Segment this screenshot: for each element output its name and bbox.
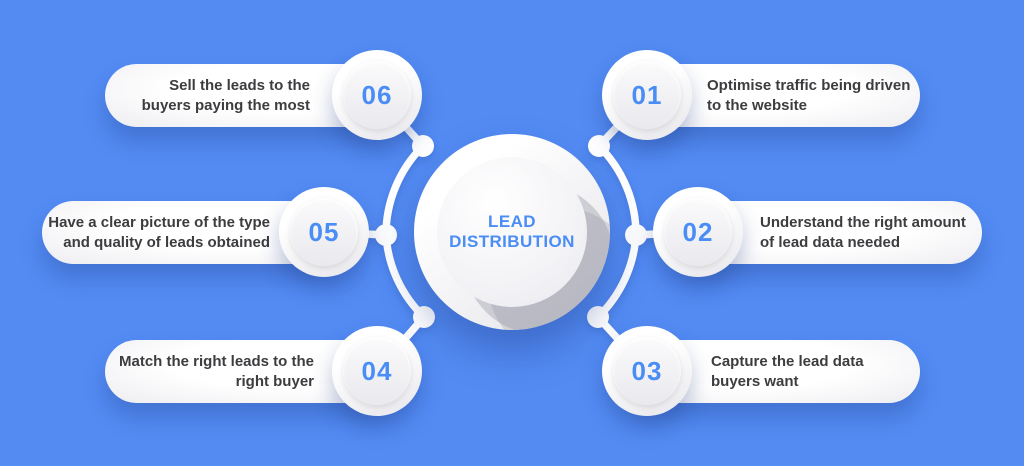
pill-clear-picture-text: Have a clear picture of the type and qua… bbox=[48, 213, 270, 253]
pill-text-line: Understand the right amount bbox=[760, 213, 966, 231]
pill-text-line: right buyer bbox=[235, 372, 314, 390]
pill-text-line: buyers want bbox=[711, 372, 799, 390]
number-badge-05-label: 05 bbox=[308, 216, 340, 247]
number-badge-05-inner: 05 bbox=[290, 198, 358, 266]
number-badge-04-label: 04 bbox=[361, 355, 393, 386]
number-badge-01-inner: 01 bbox=[613, 61, 681, 129]
number-badge-02: 02 bbox=[653, 187, 743, 277]
number-badge-03-label: 03 bbox=[631, 355, 663, 386]
pill-capture-data-text: Capture the lead data buyers want bbox=[711, 352, 864, 392]
pill-text-line: Match the right leads to the bbox=[118, 352, 314, 370]
number-badge-03-inner: 03 bbox=[613, 337, 681, 405]
center-title-line1: LEAD bbox=[488, 212, 536, 231]
pill-text-line: Capture the lead data bbox=[711, 352, 864, 370]
number-badge-05: 05 bbox=[279, 187, 369, 277]
pill-sell-leads-text: Sell the leads to the buyers paying the … bbox=[142, 76, 310, 116]
center-title-line2: DISTRIBUTION bbox=[449, 232, 575, 251]
number-badge-06: 06 bbox=[332, 50, 422, 140]
pill-text-line: to the website bbox=[707, 96, 808, 114]
number-badge-04-inner: 04 bbox=[343, 337, 411, 405]
pill-text-line: Optimise traffic being driven bbox=[707, 76, 911, 94]
connector-dots bbox=[375, 135, 647, 328]
pill-text-line: buyers paying the most bbox=[141, 96, 310, 114]
pill-optimise-traffic-text: Optimise traffic being driven to the web… bbox=[707, 76, 910, 116]
number-badge-01: 01 bbox=[602, 50, 692, 140]
center-circle-inner: LEAD DISTRIBUTION bbox=[437, 157, 587, 307]
number-badge-04: 04 bbox=[332, 326, 422, 416]
number-badge-06-label: 06 bbox=[361, 79, 393, 110]
pill-text-line: Sell the leads to the bbox=[169, 76, 310, 94]
number-badge-01-label: 01 bbox=[631, 79, 663, 110]
number-badge-02-label: 02 bbox=[682, 216, 714, 247]
center-title: LEAD DISTRIBUTION bbox=[449, 212, 575, 252]
number-badge-02-inner: 02 bbox=[664, 198, 732, 266]
number-badge-03: 03 bbox=[602, 326, 692, 416]
pill-match-leads-text: Match the right leads to the right buyer bbox=[119, 352, 314, 392]
pill-text-line: of lead data needed bbox=[760, 233, 901, 251]
pill-text-line: Have a clear picture of the type bbox=[48, 213, 270, 231]
pill-understand-amount-text: Understand the right amount of lead data… bbox=[760, 213, 966, 253]
number-badge-06-inner: 06 bbox=[343, 61, 411, 129]
center-circle: LEAD DISTRIBUTION bbox=[414, 134, 610, 330]
pill-text-line: and quality of leads obtained bbox=[63, 233, 270, 251]
